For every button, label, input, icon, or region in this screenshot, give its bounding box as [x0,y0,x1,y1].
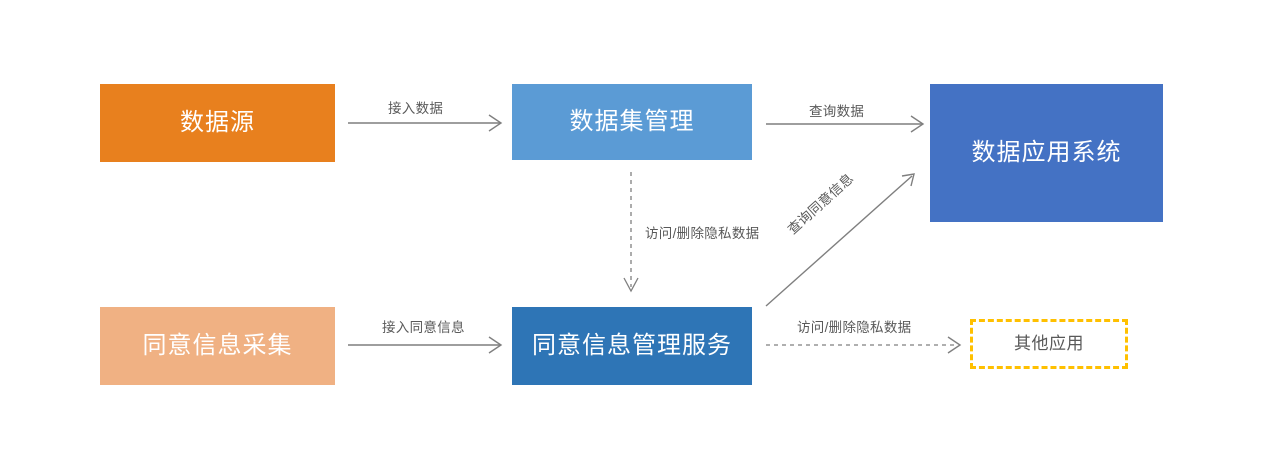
edge-label-ingest-consent: 接入同意信息 [382,320,465,335]
node-consent-management-service[interactable]: 同意信息管理服务 [512,307,752,385]
node-dataset-management-label: 数据集管理 [569,107,695,135]
node-datasource-label: 数据源 [180,108,255,136]
edge-ingest-consent [348,336,503,354]
node-other-applications-label: 其他应用 [1014,333,1084,353]
node-consent-collection-label: 同意信息采集 [142,331,293,359]
edge-access-delete-horizontal [766,336,962,354]
node-consent-management-service-label: 同意信息管理服务 [532,331,732,359]
node-data-application-system-label: 数据应用系统 [971,138,1122,166]
edge-access-delete-vertical [623,172,639,293]
edge-label-ingest-data: 接入数据 [388,101,444,116]
node-data-application-system[interactable]: 数据应用系统 [930,84,1163,222]
node-datasource[interactable]: 数据源 [100,84,335,162]
edge-label-query-consent-info: 查询同意信息 [784,170,857,238]
edge-ingest-data [348,114,503,132]
node-dataset-management[interactable]: 数据集管理 [512,84,752,160]
edge-label-access-delete-private-data-horizontal: 访问/删除隐私数据 [797,320,912,335]
node-consent-collection[interactable]: 同意信息采集 [100,307,335,385]
edge-label-query-data: 查询数据 [809,104,865,119]
node-other-applications[interactable]: 其他应用 [970,319,1128,369]
edge-label-access-delete-private-data-vertical: 访问/删除隐私数据 [645,226,760,241]
